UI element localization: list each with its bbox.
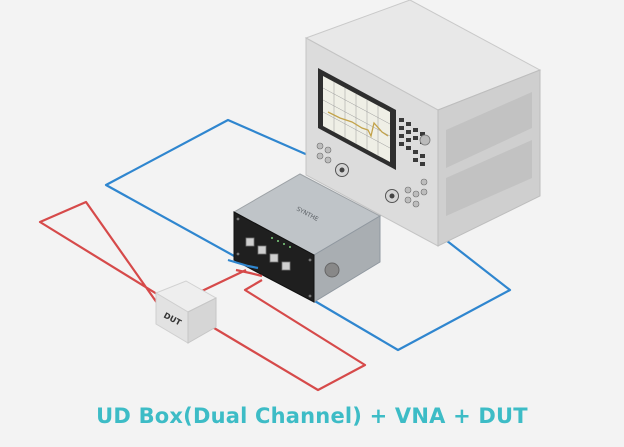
vna-knob — [419, 134, 431, 146]
vna-screen — [323, 76, 390, 162]
vna-front-connectors — [316, 142, 428, 208]
blue-cable-port1 — [104, 118, 343, 263]
vna-screen-grid — [322, 82, 391, 156]
dut-box: DUT — [154, 280, 218, 344]
red-cable-upper — [38, 200, 247, 312]
ud-box-status-leds — [271, 237, 291, 248]
ud-box: SYNTHE — [232, 173, 382, 303]
vna-side-vents — [446, 92, 532, 216]
blue-cable-port2 — [261, 197, 512, 352]
vna-test-port-2 — [385, 189, 399, 203]
red-cable-lower — [203, 279, 367, 392]
ud-box-ports — [245, 237, 291, 271]
vna-screen-trace — [327, 111, 389, 138]
vna-keypad — [399, 118, 425, 166]
ud-box-fan-grille — [324, 262, 340, 278]
vna-instrument — [304, 0, 542, 247]
diagram-caption: UD Box(Dual Channel) + VNA + DUT — [96, 404, 528, 428]
setup-diagram: SYNTHE DUT — [38, 0, 542, 392]
vna-test-port-1 — [335, 163, 349, 177]
